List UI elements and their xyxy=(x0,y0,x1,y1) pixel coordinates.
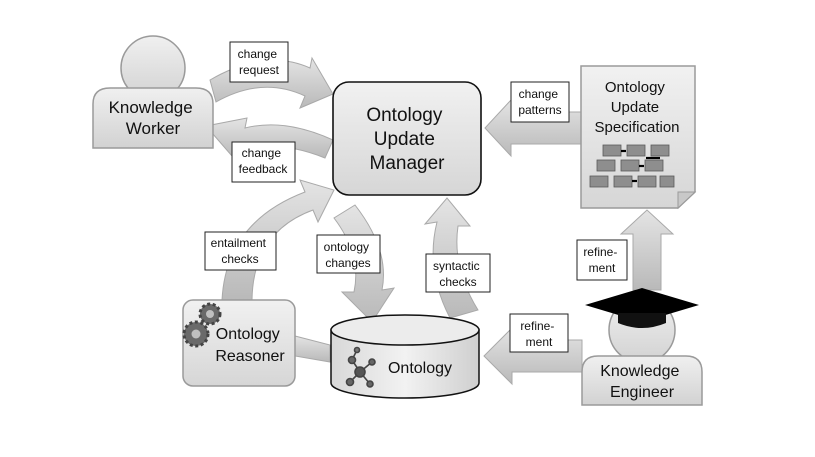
ontology-update-specification: Ontology Update Specification xyxy=(580,65,697,210)
specification-line1: Ontology xyxy=(605,79,666,96)
svg-text:Ontology Update Ma: Ontology Update Manager xyxy=(366,105,447,174)
change-pattern-icon xyxy=(589,144,675,188)
svg-text:syntactic checks: syntactic checks xyxy=(433,259,483,289)
svg-text:refine- ment: refine- ment xyxy=(583,245,620,275)
knowledge-engineer-line1: Knowledge xyxy=(600,363,679,380)
reasoner-connector xyxy=(294,335,331,363)
ontology-label: Ontology xyxy=(388,360,452,377)
svg-text:change patterns: change patterns xyxy=(518,87,561,117)
knowledge-engineer: Knowledge Engineer xyxy=(581,288,703,406)
ontology-changes-label: ontology changes xyxy=(316,234,381,274)
svg-text:Ontology Update Sp: Ontology Update Specification xyxy=(594,79,679,136)
svg-text:change request: change request xyxy=(238,47,281,77)
pattern-arrows-icon xyxy=(621,149,660,183)
update-manager-line2: Update xyxy=(374,129,435,150)
change-patterns-label: change patterns xyxy=(510,81,570,123)
reasoner-line2: Reasoner xyxy=(215,348,285,365)
ontology-database: Ontology xyxy=(330,314,480,399)
flow-labels: change request change feedback change pa… xyxy=(204,41,628,353)
molecule-icon xyxy=(345,346,376,388)
specification-line2: Update xyxy=(611,99,659,116)
specification-line3: Specification xyxy=(594,119,679,136)
refinement-right-label: refine- ment xyxy=(576,239,628,281)
update-manager-line1: Ontology xyxy=(366,105,443,126)
knowledge-worker: Knowledge Worker xyxy=(92,35,214,149)
change-feedback-arrow xyxy=(205,117,334,159)
syntactic-checks-label: syntactic checks xyxy=(425,253,491,293)
graduation-cap-icon xyxy=(585,288,699,328)
gear-icon xyxy=(182,302,222,348)
svg-text:ontology changes: ontology changes xyxy=(324,240,373,270)
svg-text:refine- ment: refine- ment xyxy=(520,319,557,349)
ontology-update-manager: Ontology Update Manager xyxy=(332,81,482,196)
svg-text:change feedback: change feedback xyxy=(239,146,289,176)
svg-text:entailment checks: entailment checks xyxy=(211,236,270,266)
knowledge-engineer-body xyxy=(581,355,703,406)
knowledge-worker-line2: Worker xyxy=(126,119,181,138)
svg-text:Knowledge Worker: Knowledge Worker xyxy=(109,98,198,138)
change-feedback-label: change feedback xyxy=(231,141,296,183)
update-manager-line3: Manager xyxy=(370,153,446,174)
ontology-reasoner: Ontology Reasoner xyxy=(182,299,296,387)
change-request-label: change request xyxy=(229,41,289,83)
reasoner-line1: Ontology xyxy=(216,326,280,343)
refinement-bottom-label: refine- ment xyxy=(509,313,569,353)
refinement-right-arrow xyxy=(619,209,675,291)
knowledge-worker-body xyxy=(92,87,214,149)
entailment-checks-label: entailment checks xyxy=(204,231,277,271)
knowledge-engineer-line2: Engineer xyxy=(610,384,675,401)
knowledge-worker-line1: Knowledge xyxy=(109,98,193,117)
svg-text:Ontology Reasoner: Ontology Reasoner xyxy=(215,326,285,365)
svg-text:Knowledge Engineer: Knowledge Engineer xyxy=(600,363,684,401)
